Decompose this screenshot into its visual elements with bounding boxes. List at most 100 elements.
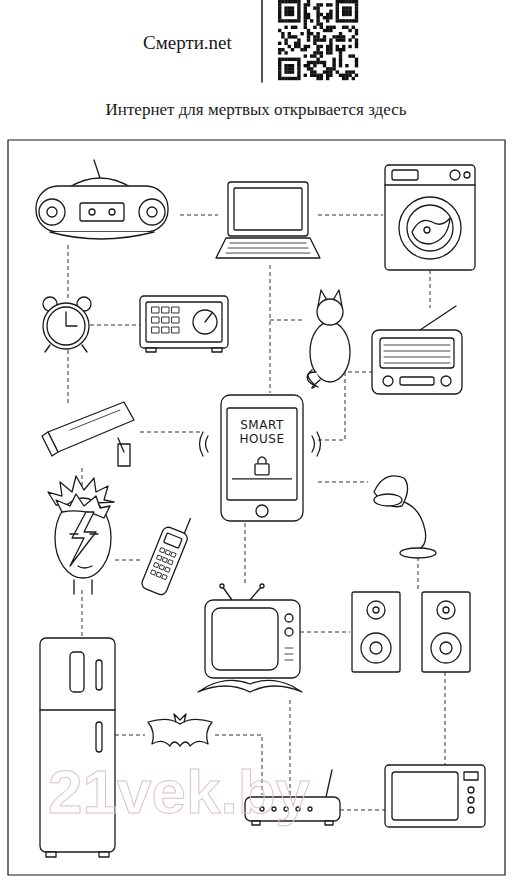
qr-module <box>307 13 310 16</box>
qr-module <box>336 6 339 9</box>
qr-module <box>348 19 351 22</box>
qr-module <box>355 45 358 48</box>
qr-module <box>345 64 348 67</box>
qr-module <box>355 74 358 77</box>
qr-module <box>284 19 287 22</box>
qr-module <box>320 13 323 16</box>
qr-module <box>278 13 281 16</box>
qr-module <box>278 29 281 32</box>
qr-module <box>297 0 300 3</box>
qr-module <box>355 38 358 41</box>
qr-module <box>339 51 342 54</box>
qr-module <box>332 64 335 67</box>
qr-module <box>339 0 342 3</box>
qr-module <box>326 26 329 29</box>
qr-module <box>307 64 310 67</box>
qr-module <box>320 61 323 64</box>
qr-module <box>278 58 281 61</box>
qr-module <box>320 3 323 6</box>
qr-module <box>332 61 335 64</box>
qr-module <box>352 19 355 22</box>
qr-module <box>288 64 291 67</box>
qr-module <box>297 64 300 67</box>
qr-module <box>355 29 358 32</box>
qr-module <box>284 77 287 80</box>
qr-module <box>336 70 339 73</box>
qr-module <box>329 3 332 6</box>
qr-module <box>320 22 323 25</box>
qr-module <box>316 51 319 54</box>
qr-module <box>326 67 329 70</box>
qr-module <box>304 3 307 6</box>
qr-module <box>297 3 300 6</box>
qr-module <box>304 13 307 16</box>
qr-module <box>304 48 307 51</box>
qr-module <box>348 45 351 48</box>
qr-module <box>307 45 310 48</box>
qr-module <box>339 48 342 51</box>
qr-module <box>352 26 355 29</box>
qr-module <box>316 22 319 25</box>
qr-module <box>291 0 294 3</box>
qr-module <box>284 26 287 29</box>
qr-module <box>329 16 332 19</box>
qr-module <box>345 74 348 77</box>
qr-module <box>342 6 345 9</box>
qr-module <box>355 42 358 45</box>
qr-module <box>329 10 332 13</box>
qr-module <box>348 70 351 73</box>
qr-module <box>288 13 291 16</box>
qr-module <box>339 38 342 41</box>
qr-module <box>326 3 329 6</box>
qr-module <box>336 3 339 6</box>
qr-module <box>281 48 284 51</box>
qr-module <box>278 3 281 6</box>
qr-module <box>326 13 329 16</box>
qr-module <box>288 32 291 35</box>
speakers <box>352 592 470 672</box>
qr-module <box>284 10 287 13</box>
qr-module <box>284 67 287 70</box>
qr-module <box>320 26 323 29</box>
qr-module <box>307 0 310 3</box>
qr-module <box>332 58 335 61</box>
qr-module <box>310 19 313 22</box>
qr-module <box>278 19 281 22</box>
qr-module <box>284 38 287 41</box>
qr-module <box>339 54 342 57</box>
qr-module <box>352 77 355 80</box>
cat <box>307 290 350 388</box>
qr-module <box>297 10 300 13</box>
qr-module <box>294 26 297 29</box>
watermark: 21vek.by <box>48 756 310 827</box>
qr-module <box>281 77 284 80</box>
qr-module <box>313 74 316 77</box>
qr-module <box>291 10 294 13</box>
cordless-phone <box>140 511 195 597</box>
qr-module <box>342 10 345 13</box>
qr-module <box>323 29 326 32</box>
alarm-clock <box>43 297 91 352</box>
qr-module <box>310 32 313 35</box>
qr-module <box>297 6 300 9</box>
qr-module <box>342 0 345 3</box>
qr-module <box>339 35 342 38</box>
qr-module <box>284 6 287 9</box>
qr-module <box>297 45 300 48</box>
qr-module <box>297 77 300 80</box>
qr-module <box>348 54 351 57</box>
qr-module <box>323 38 326 41</box>
qr-module <box>342 77 345 80</box>
security-camera <box>42 402 134 466</box>
qr-module <box>278 67 281 70</box>
qr-module <box>326 51 329 54</box>
washing-machine <box>385 165 475 270</box>
qr-module <box>304 19 307 22</box>
bat <box>148 714 212 746</box>
qr-module <box>288 35 291 38</box>
qr-module <box>348 0 351 3</box>
qr-module <box>313 38 316 41</box>
qr-module <box>291 19 294 22</box>
qr-module <box>339 74 342 77</box>
divider-line <box>261 0 263 82</box>
